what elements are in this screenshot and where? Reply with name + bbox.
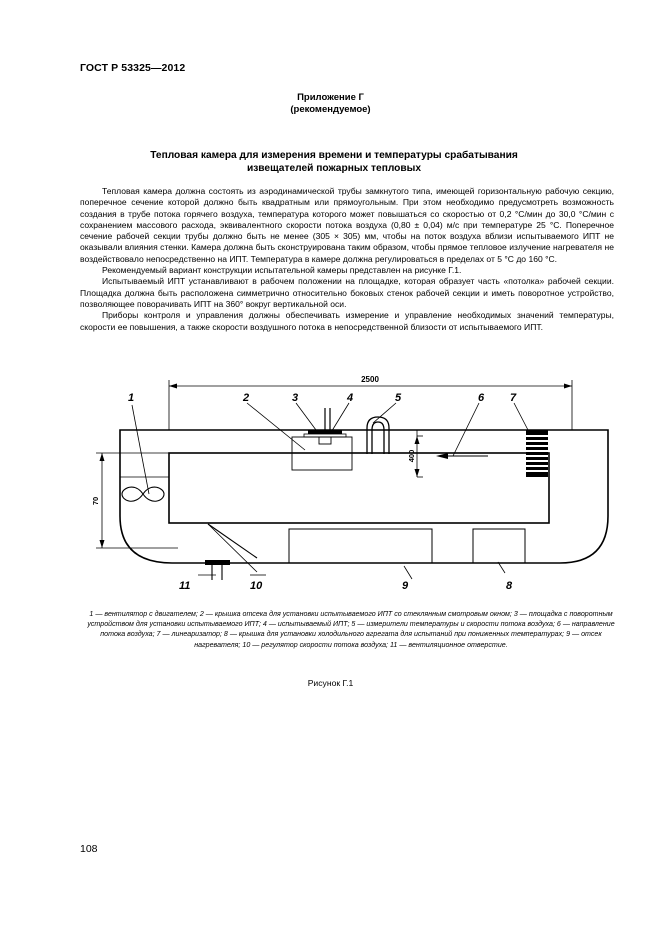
section-title-line-1: Тепловая камера для измерения времени и … xyxy=(150,150,518,161)
fan-with-motor xyxy=(121,486,165,502)
annex-title: Приложение Г xyxy=(297,92,364,103)
legend-text-1: — вентилятор с двигателем; xyxy=(93,610,200,618)
legend-num-1: 1 xyxy=(89,610,94,618)
paragraph-4: Приборы контроля и управления должны обе… xyxy=(80,310,614,332)
label-10: 10 xyxy=(250,580,263,592)
dimension-70: 70 xyxy=(91,497,100,505)
legend-text-10: — регулятор скорости потока воздуха; xyxy=(250,640,391,649)
legend-num-9: 9 xyxy=(566,630,571,639)
annex-status: (рекомендуемое) xyxy=(290,104,371,115)
legend-num-5: 5 xyxy=(351,620,356,629)
temperature-airflow-sensors xyxy=(366,416,390,454)
page-number: 108 xyxy=(80,843,98,855)
legend-num-4: 4 xyxy=(262,620,267,629)
legend-text-7: — линеаризатор; xyxy=(160,630,224,639)
section-title-line-2: извещателей пожарных тепловых xyxy=(246,163,422,174)
thermal-chamber-diagram: 2500 400 70 1 2 3 4 5 6 7 8 9 10 11 xyxy=(91,375,609,592)
label-7: 7 xyxy=(510,392,517,404)
legend-text-11: — вентиляционное отверстие. xyxy=(397,640,508,649)
legend-text-2: — крышка отсека для установки испытываем… xyxy=(203,610,514,618)
legend-text-8: — крышка для установки холодильного агре… xyxy=(227,630,567,639)
legend-num-7: 7 xyxy=(156,630,161,639)
dimension-400: 400 xyxy=(407,450,416,463)
legend-num-8: 8 xyxy=(223,630,228,639)
paragraph-1: Тепловая камера должна состоять из аэрод… xyxy=(80,186,614,264)
cooling-unit-lid xyxy=(472,528,526,564)
legend-num-11: 11 xyxy=(390,640,398,649)
legend-text-3: — площадка с поворотным устройством для … xyxy=(87,610,613,629)
legend-num-3: 3 xyxy=(513,610,518,618)
linearizer xyxy=(526,430,548,477)
legend-text-6: — направление потока воздуха; xyxy=(100,620,615,639)
label-8: 8 xyxy=(506,580,513,592)
heater-compartment xyxy=(288,528,433,564)
label-2: 2 xyxy=(242,392,249,404)
body-text: Тепловая камера должна состоять из аэрод… xyxy=(80,186,614,333)
legend-text-9: — отсек нагревателя; xyxy=(194,630,602,649)
ventilation-opening xyxy=(205,560,230,565)
rotating-platform xyxy=(308,430,342,434)
paragraph-3: Испытываемый ИПТ устанавливают в рабочем… xyxy=(80,276,614,309)
label-9: 9 xyxy=(402,580,409,592)
section-title: Тепловая камера для измерения времени и … xyxy=(80,149,588,175)
platform-rail xyxy=(303,433,347,438)
label-1: 1 xyxy=(128,392,134,404)
figure-legend: 1 — вентилятор с двигателем; 2 — крышка … xyxy=(84,609,618,650)
label-5: 5 xyxy=(395,392,402,404)
label-6: 6 xyxy=(478,392,485,404)
standard-header: ГОСТ Р 53325—2012 xyxy=(80,62,186,74)
label-4: 4 xyxy=(346,392,353,404)
legend-text-4: — испытываемый ИПТ; xyxy=(266,620,352,629)
paragraph-2: Рекомендуемый вариант конструкции испыта… xyxy=(102,265,462,276)
figure-caption: Рисунок Г.1 xyxy=(307,678,354,688)
airflow-regulator xyxy=(207,523,258,559)
chamber-outer-wall xyxy=(119,429,609,564)
legend-text-5: — измерители температуры и скорости пото… xyxy=(355,620,557,629)
legend-num-10: 10 xyxy=(242,640,251,649)
label-3: 3 xyxy=(292,392,298,404)
dimension-2500: 2500 xyxy=(361,375,379,384)
tested-detector xyxy=(318,436,332,445)
working-section xyxy=(168,452,550,524)
legend-num-2: 2 xyxy=(199,610,204,618)
label-11: 11 xyxy=(179,580,190,592)
legend-num-6: 6 xyxy=(556,620,561,629)
